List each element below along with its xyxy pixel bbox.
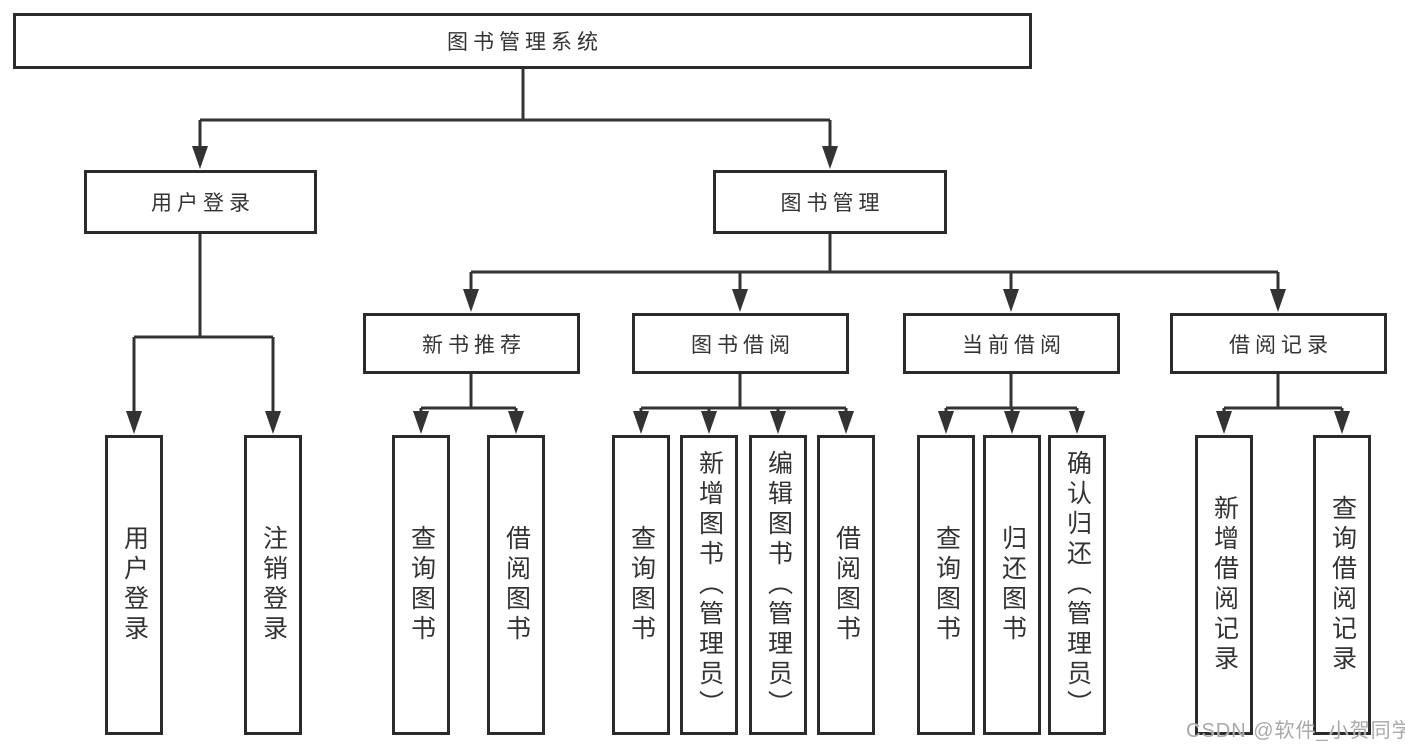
node-add-borrow-record: 新增借阅记录 (1195, 435, 1253, 735)
node-label: 借阅图书 (502, 525, 531, 645)
node-book-management: 图书管理 (713, 170, 947, 234)
node-query-books-borrow: 查询图书 (612, 435, 670, 735)
node-label: 编辑图书（管理员） (764, 450, 793, 720)
node-label: 查询图书 (932, 525, 961, 645)
node-query-books-current: 查询图书 (917, 435, 975, 735)
node-label: 当前借阅 (962, 333, 1066, 357)
node-label: 用户登录 (120, 525, 149, 645)
node-query-books-recommend: 查询图书 (392, 435, 450, 735)
node-label: 借阅图书 (832, 525, 861, 645)
node-return-books: 归还图书 (983, 435, 1041, 735)
node-current-borrowing: 当前借阅 (903, 313, 1120, 374)
node-label: 图书管理系统 (447, 31, 603, 54)
node-user-login-action: 用户登录 (105, 435, 163, 735)
node-label: 图书借阅 (691, 333, 795, 357)
node-label: 归还图书 (998, 525, 1027, 645)
connector-paths (132, 69, 1344, 416)
node-confirm-return-admin: 确认归还（管理员） (1048, 435, 1106, 735)
node-user-login: 用户登录 (84, 170, 317, 234)
node-label: 新增图书（管理员） (695, 450, 724, 720)
arrowheads (126, 146, 1350, 434)
node-label: 新增借阅记录 (1210, 495, 1239, 675)
node-new-book-recommendation: 新书推荐 (363, 313, 580, 374)
node-library-management-system: 图书管理系统 (13, 13, 1032, 69)
node-borrow-books-action: 借阅图书 (817, 435, 875, 735)
node-label: 确认归还（管理员） (1063, 450, 1092, 720)
node-label: 借阅记录 (1229, 333, 1333, 357)
node-book-borrowing: 图书借阅 (632, 313, 849, 374)
node-label: 查询借阅记录 (1328, 495, 1357, 675)
node-label: 用户登录 (151, 192, 255, 215)
node-add-books-admin: 新增图书（管理员） (680, 435, 738, 735)
node-borrowing-records: 借阅记录 (1170, 313, 1387, 374)
watermark: CSDN @软件_小贺同学 (1186, 720, 1405, 742)
node-logout-action: 注销登录 (244, 435, 302, 735)
node-label: 查询图书 (407, 525, 436, 645)
node-label: 图书管理 (780, 192, 885, 215)
node-borrow-books-recommend: 借阅图书 (487, 435, 545, 735)
node-edit-books-admin: 编辑图书（管理员） (749, 435, 807, 735)
node-label: 注销登录 (259, 525, 288, 645)
node-label: 查询图书 (627, 525, 656, 645)
node-query-borrow-record: 查询借阅记录 (1313, 435, 1371, 735)
node-label: 新书推荐 (422, 333, 526, 357)
